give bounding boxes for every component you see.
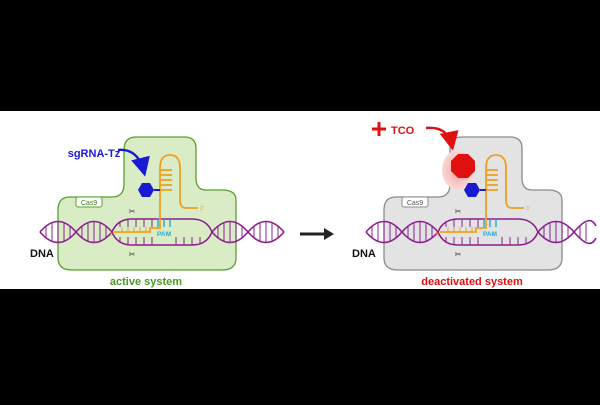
cas9-label: Cas9 <box>81 200 97 207</box>
pam-site-right <box>483 219 497 227</box>
tetrazine-hexagon-icon <box>138 183 154 197</box>
plus-icon <box>372 122 386 136</box>
dna-helix-left <box>39 218 285 246</box>
dna-rungs-left <box>45 219 279 245</box>
pam-label-right: PAM <box>483 231 497 238</box>
pam-site-left <box>157 219 171 227</box>
cas9-protein-active <box>57 136 237 271</box>
caption-deactivated: deactivated system <box>421 276 523 288</box>
sgrna-tz-label: sgRNA-Tz <box>68 148 121 160</box>
dna-helix-right <box>365 218 597 246</box>
dna-rungs-right <box>371 219 587 245</box>
sgrna-rungs-right <box>447 227 473 232</box>
tco-arrow <box>425 126 459 151</box>
arrow-right-icon <box>300 228 334 240</box>
sgrna-left <box>114 154 198 233</box>
tco-octagon-icon <box>451 154 475 178</box>
active-panel: Cas9 <box>30 136 285 288</box>
tetrazine-hexagon-icon <box>464 183 480 197</box>
five-prime-right: 5' <box>436 232 440 238</box>
scissors-icon: ✂ <box>129 250 136 259</box>
cas9-label-right: Cas9 <box>407 200 423 207</box>
three-prime-right: 3' <box>526 206 530 212</box>
dna-label-right: DNA <box>352 248 376 260</box>
cas9-label-box <box>401 196 429 208</box>
caption-active: active system <box>110 276 182 288</box>
three-prime-left: 3' <box>200 206 204 212</box>
pam-label-left: PAM <box>157 231 171 238</box>
scissors-icon: ✂ <box>455 250 462 259</box>
sgrna-tz-arrow <box>117 148 150 177</box>
dna-label-left: DNA <box>30 248 54 260</box>
scissors-icon: ✂ <box>129 207 136 216</box>
deactivated-panel: Cas9 <box>352 122 597 288</box>
sgrna-right <box>440 154 524 233</box>
sgrna-rungs-left <box>121 227 147 232</box>
cas9-label-box <box>75 196 103 208</box>
scissors-icon: ✂ <box>455 207 462 216</box>
five-prime-left: 5' <box>110 232 114 238</box>
tco-label: TCO <box>391 125 415 137</box>
